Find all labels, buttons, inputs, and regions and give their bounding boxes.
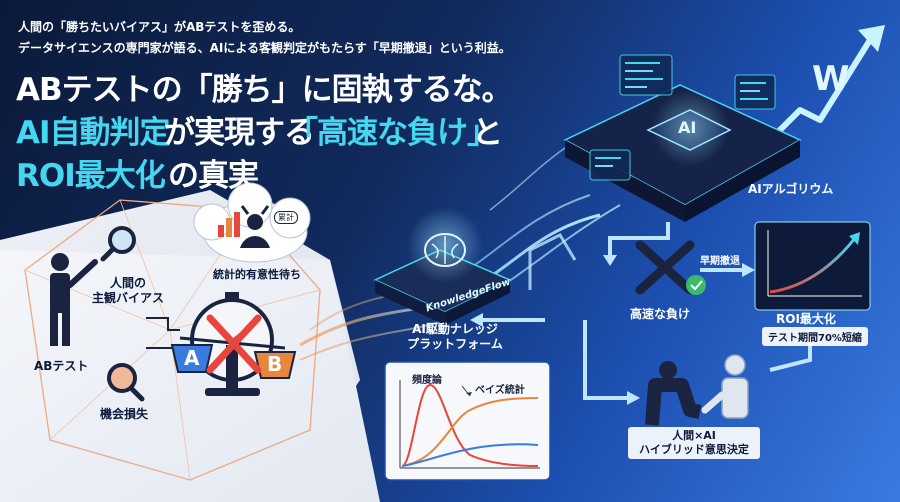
algorithm-label: AIアルゴリウム <box>748 182 834 196</box>
hybrid-label: 人間×AI ハイブリッド意思決定 <box>628 427 760 459</box>
bayes-curve <box>401 397 539 467</box>
waiting-label: 統計的有意性待ち <box>213 268 301 281</box>
fast-loss-label: 高速な負け <box>630 307 691 321</box>
loss-label: 機会損失 <box>100 407 149 421</box>
early-exit-label: 早期撤退 <box>700 256 740 267</box>
w-mark: W <box>812 59 850 99</box>
growth-arrow <box>757 38 873 153</box>
variant-a-label: A <box>184 346 200 370</box>
brain-icon <box>424 233 466 267</box>
stressed-person-icon <box>247 214 263 230</box>
title-line-2-b: が実現する <box>164 115 315 151</box>
bayes-label: ベイズ統計 <box>475 385 525 396</box>
freq-label: 頻度論 <box>412 375 442 386</box>
roi-label: ROI最大化 <box>776 312 836 326</box>
abtest-label: ABテスト <box>34 359 89 373</box>
light-panel-base <box>0 250 380 502</box>
title-line-3-b: の真実 <box>168 158 259 194</box>
ai-chip-text: AI <box>678 118 697 137</box>
code-panel <box>619 54 673 96</box>
stats-card <box>384 361 551 481</box>
roi-badge: テスト期間70%短縮 <box>762 327 868 346</box>
title-line-2-a: AI自動判定 <box>16 115 171 151</box>
robot-icon <box>701 354 749 419</box>
cross-icon <box>635 240 695 295</box>
header-line-1: 人間の「勝ちたいバイアス」がABテストを歪める。 <box>18 20 301 34</box>
person-silhouette-icon <box>50 253 98 346</box>
hexagon-frame <box>24 199 321 481</box>
title-line-1: ABテストの「勝ち」に固執するな。 <box>16 72 513 108</box>
title-line-2-d: と <box>472 115 503 151</box>
balance-scale-icon <box>170 336 297 396</box>
title-line-2-c: 「高速な負け」 <box>287 115 498 151</box>
frequentist-curve <box>401 383 539 467</box>
bias-label: 人間の 主観バイアス <box>91 276 164 305</box>
loss-magnifier-icon <box>107 363 145 402</box>
person-icon <box>645 361 702 426</box>
cloud-tag: 累計 <box>274 211 298 224</box>
magnifier-icon <box>100 226 136 262</box>
variant-b-label: B <box>267 352 283 376</box>
platform-label: AI駆動ナレッジ プラットフォーム <box>407 322 503 351</box>
title-line-3-a: ROI最大化 <box>16 158 166 194</box>
check-icon <box>686 275 706 295</box>
header-line-2: データサイエンスの専門家が語る、AIによる客観判定がもたらす「早期撤退」という利… <box>18 41 511 55</box>
